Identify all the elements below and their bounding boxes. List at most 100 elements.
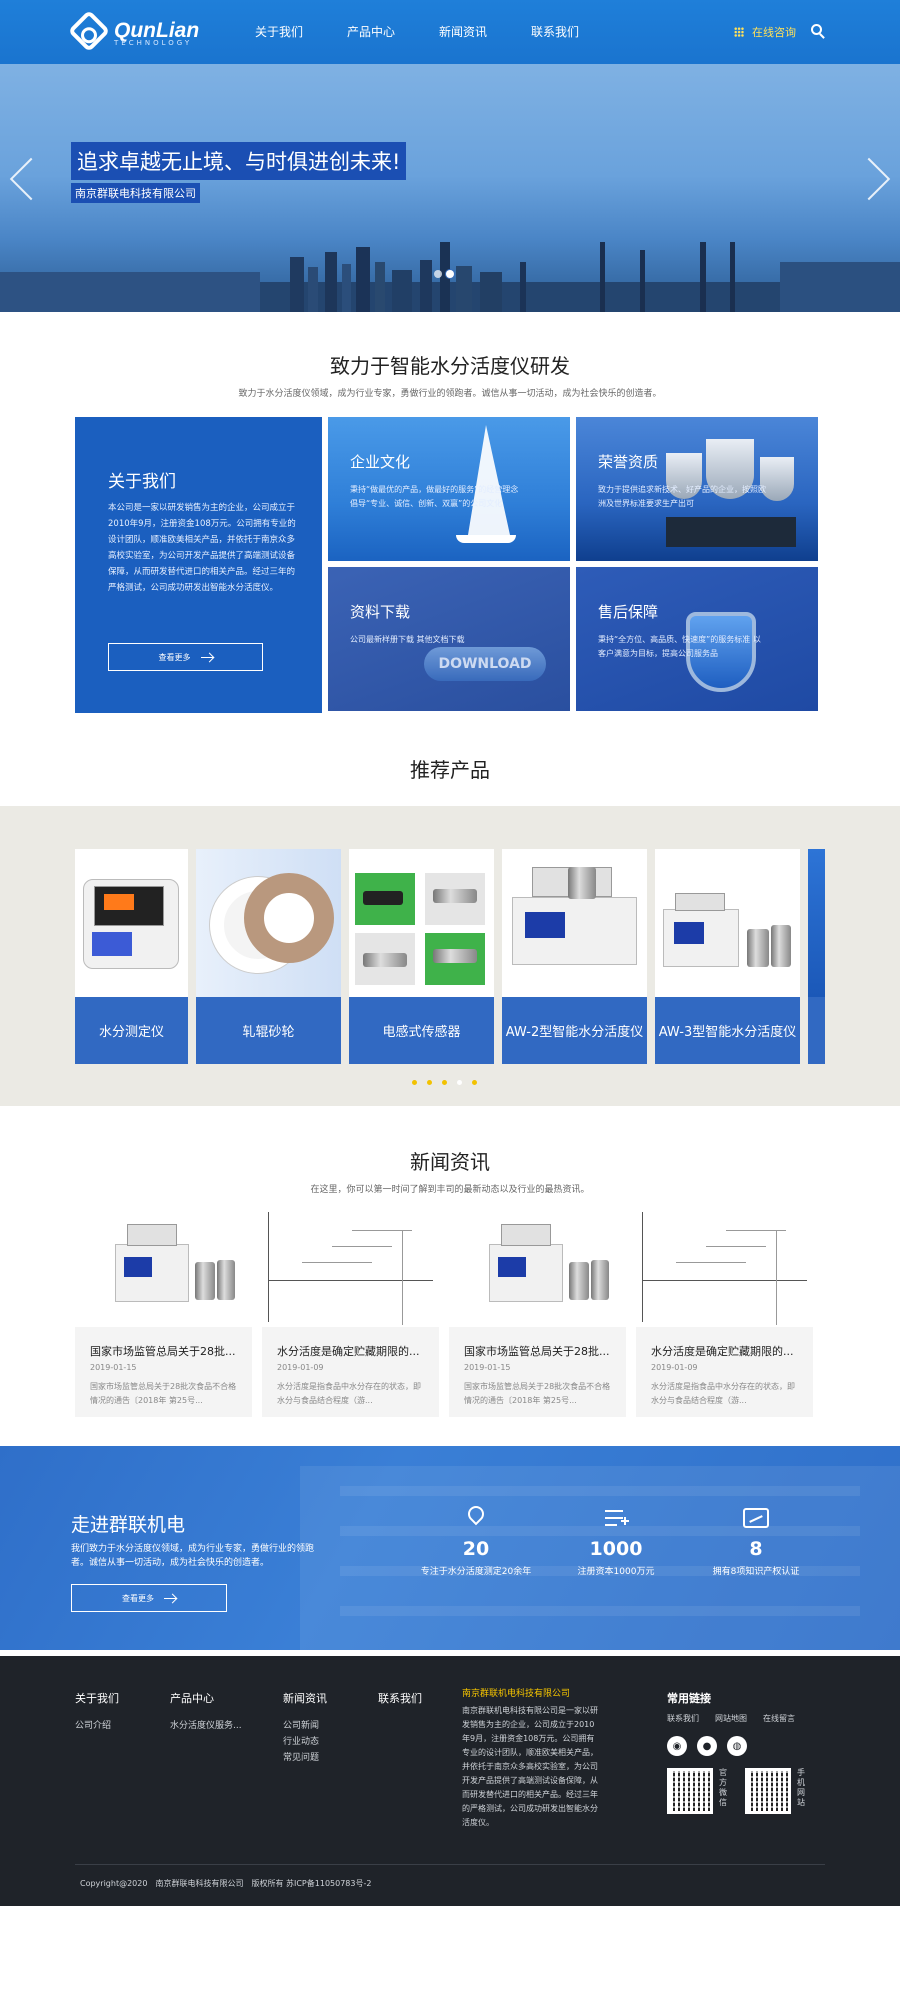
footer-link[interactable]: 水分活度仪服务...	[170, 1721, 242, 1731]
aw2-analyzer-image	[502, 849, 647, 997]
products-title: 推荐产品	[410, 758, 490, 782]
nav-contact[interactable]: 联系我们	[531, 25, 580, 39]
news-headline: 水分活度是确定贮藏期限的...	[651, 1345, 794, 1358]
logo-subtext: TECHNOLOGY	[114, 39, 193, 47]
honor-text: 致力于提供追求新技术、好产品的企业，按照欧洲及世界标准要求生产出可	[598, 485, 766, 508]
chevron-left-icon[interactable]	[9, 157, 53, 201]
product-card[interactable]: AW-2型智能水分活度仪	[502, 849, 647, 1064]
product-card[interactable]: AW-3型智能水分活度仪	[655, 849, 800, 1064]
news-image-chart	[636, 1210, 813, 1327]
device-lid	[675, 893, 725, 911]
service-title: 售后保障	[598, 603, 659, 621]
product-dot[interactable]	[457, 1080, 462, 1085]
download-title: 资料下载	[350, 603, 411, 621]
chart-bracket	[676, 1262, 746, 1263]
about-more-button[interactable]: 查看更多	[108, 643, 263, 671]
weibo-icon[interactable]: ◉	[667, 1736, 687, 1756]
news-headline: 国家市场监管总局关于28批...	[90, 1345, 236, 1358]
online-consult-link[interactable]: 在线咨询	[734, 24, 796, 40]
nav-about[interactable]: 关于我们	[255, 25, 304, 39]
news-card[interactable]: 水分活度是确定贮藏期限的... 2019-01-09 水分活度是指食品中水分存在…	[636, 1210, 813, 1417]
product-dot[interactable]	[472, 1080, 477, 1085]
product-dot[interactable]	[412, 1080, 417, 1085]
news-summary: 水分活度是指食品中水分存在的状态，即水分与食品结合程度（游...	[277, 1382, 421, 1405]
chart-bracket	[332, 1246, 392, 1247]
banner-dot[interactable]	[434, 270, 442, 278]
nav-news[interactable]: 新闻资讯	[439, 25, 488, 39]
device	[512, 897, 637, 965]
about-more-label: 查看更多	[158, 652, 191, 662]
news-card[interactable]: 国家市场监管总局关于28批... 2019-01-15 国家市场监管总局关于28…	[75, 1210, 252, 1417]
product-dot[interactable]	[442, 1080, 447, 1085]
news-card[interactable]: 国家市场监管总局关于28批... 2019-01-15 国家市场监管总局关于28…	[449, 1210, 626, 1417]
service-text: 秉持“全方位、高品质、快速度”的服务标准 以客户满意为目标，提高公司服务品	[598, 635, 761, 658]
hero-banner: 追求卓越无止境、与时俱进创未来! 南京群联电科技有限公司	[0, 64, 900, 312]
footer-link[interactable]: 公司新闻	[283, 1721, 320, 1731]
culture-tile[interactable]: 企业文化 秉持“做最优的产品，做最好的服务”的经营理念 倡导“专业、诚信、创新、…	[328, 417, 570, 561]
walk-more-button[interactable]: 查看更多	[71, 1584, 227, 1612]
product-dot[interactable]	[427, 1080, 432, 1085]
common-links-title: 常用链接	[667, 1692, 711, 1705]
news-date: 2019-01-15	[464, 1363, 511, 1372]
product-card[interactable]: 水分测定仪	[75, 849, 188, 1064]
news-card[interactable]: 水分活度是确定贮藏期限的... 2019-01-09 水分活度是指食品中水分存在…	[262, 1210, 439, 1417]
wheel	[244, 873, 334, 963]
sample-cup	[195, 1262, 215, 1300]
footer-divider	[75, 1864, 825, 1865]
chart-axis	[642, 1280, 807, 1281]
news-summary: 水分活度是指食品中水分存在的状态，即水分与食品结合程度（游...	[651, 1382, 795, 1405]
sample-cup	[568, 867, 596, 899]
footer-col-contact[interactable]: 联系我们	[378, 1692, 422, 1705]
chart-marker	[402, 1230, 403, 1325]
moisture-meter-image	[75, 849, 188, 997]
common-link[interactable]: 网站地图	[715, 1714, 747, 1723]
device	[83, 879, 179, 969]
logo-text: QunLian	[114, 19, 200, 42]
qq-icon[interactable]: ●	[697, 1736, 717, 1756]
stat-label: 专注于水分活度测定20余年	[420, 1567, 532, 1577]
online-consult-label: 在线咨询	[752, 26, 796, 39]
news-image-device	[75, 1210, 252, 1327]
search-icon[interactable]	[811, 24, 822, 35]
building-floor	[340, 1566, 860, 1576]
footer-col-news[interactable]: 新闻资讯	[283, 1692, 327, 1705]
wechat-icon[interactable]: ◍	[727, 1736, 747, 1756]
product-card[interactable]: 轧辊砂轮	[196, 849, 341, 1064]
list-add-icon	[601, 1504, 631, 1534]
stat-patents: 8 拥有8项知识产权认证	[686, 1504, 826, 1577]
download-tile[interactable]: DOWNLOAD 资料下载 公司最新样册下载 其他文档下载	[328, 567, 570, 711]
service-tile[interactable]: 售后保障 秉持“全方位、高品质、快速度”的服务标准 以客户满意为目标，提高公司服…	[576, 567, 818, 711]
news-date: 2019-01-15	[90, 1363, 137, 1372]
product-card-partial[interactable]	[808, 849, 825, 1064]
news-title: 新闻资讯	[410, 1150, 490, 1174]
sensor-cylinder	[433, 949, 477, 963]
footer-link[interactable]: 公司介绍	[75, 1721, 112, 1731]
sensor-cylinder	[363, 891, 403, 905]
nav-products[interactable]: 产品中心	[347, 25, 396, 39]
footer-col-about[interactable]: 关于我们	[75, 1692, 119, 1705]
product-card[interactable]: 电感式传感器	[349, 849, 494, 1064]
logo[interactable]: QunLian TECHNOLOGY	[67, 9, 200, 53]
honor-tile[interactable]: 荣誉资质 致力于提供追求新技术、好产品的企业，按照欧洲及世界标准要求生产出可	[576, 417, 818, 561]
walk-title: 走进群联机电	[71, 1514, 186, 1536]
chart-marker	[776, 1230, 777, 1325]
chart-board-icon	[741, 1504, 771, 1534]
boat-hull	[456, 535, 516, 543]
news-summary: 国家市场监管总局关于28批次食品不合格情况的通告〔2018年 第25号...	[464, 1382, 611, 1405]
aw3-analyzer-image	[655, 849, 800, 997]
common-link[interactable]: 在线留言	[763, 1714, 795, 1723]
common-link[interactable]: 联系我们	[667, 1714, 699, 1723]
building-image	[300, 1466, 900, 1650]
inductive-sensor-image	[349, 849, 494, 997]
chevron-right-icon[interactable]	[847, 157, 891, 201]
product-label: AW-3型智能水分活度仪	[655, 997, 800, 1064]
product-label: 电感式传感器	[349, 997, 494, 1064]
footer-link[interactable]: 行业动态	[283, 1737, 320, 1747]
qr-label-mobile: 手机网站	[797, 1768, 805, 1807]
device-lid	[501, 1224, 551, 1246]
about-us-card: 关于我们 本公司是一家以研发销售为主的企业，公司成立于2010年9月，注册资金1…	[75, 417, 322, 713]
footer-link[interactable]: 常见问题	[283, 1753, 320, 1763]
sample-cup	[591, 1260, 609, 1300]
footer-col-products[interactable]: 产品中心	[170, 1692, 214, 1705]
banner-dot-active[interactable]	[446, 270, 454, 278]
